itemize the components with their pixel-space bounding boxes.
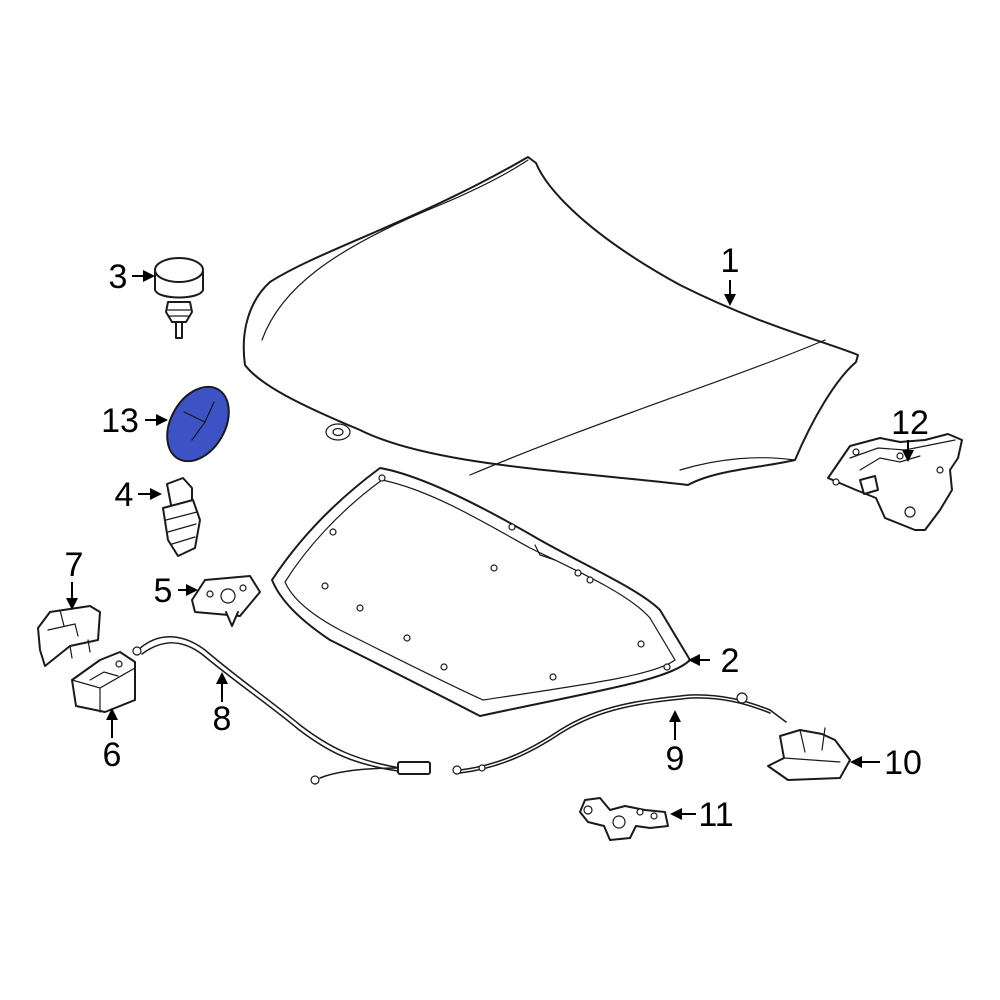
callout-8: 8: [213, 700, 232, 738]
hood-insulator[interactable]: [271, 467, 691, 717]
mount-bracket[interactable]: [191, 575, 261, 627]
callout-9: 9: [666, 740, 685, 778]
hood-buffer[interactable]: [162, 477, 201, 557]
leader-lines: [66, 270, 914, 820]
callout-1: 1: [721, 242, 740, 280]
emblem-disc: [166, 385, 230, 463]
callout-10: 10: [884, 744, 922, 782]
hood-panel[interactable]: [242, 156, 859, 486]
release-cable-rear[interactable]: [452, 692, 787, 775]
emblem[interactable]: [155, 376, 242, 472]
callout-2: 2: [721, 642, 740, 680]
latch-block[interactable]: [71, 651, 136, 713]
callout-5: 5: [154, 572, 173, 610]
callout-3: 3: [109, 258, 128, 296]
hood-hinge[interactable]: [827, 433, 963, 531]
callout-labels: 1 2 3 4 5 6 7 8 9 10 11 12 13: [65, 242, 929, 834]
callout-4: 4: [115, 476, 134, 514]
hood-pad-bracket[interactable]: [37, 605, 101, 667]
callout-7: 7: [65, 546, 84, 584]
release-handle[interactable]: [767, 727, 851, 781]
callout-11: 11: [698, 796, 733, 834]
callout-6: 6: [103, 736, 122, 774]
release-cable-front[interactable]: [132, 636, 431, 785]
hood-bumper[interactable]: [154, 257, 204, 339]
callout-13: 13: [101, 402, 139, 440]
callout-12: 12: [891, 404, 929, 442]
hinge-bracket[interactable]: [579, 797, 669, 841]
